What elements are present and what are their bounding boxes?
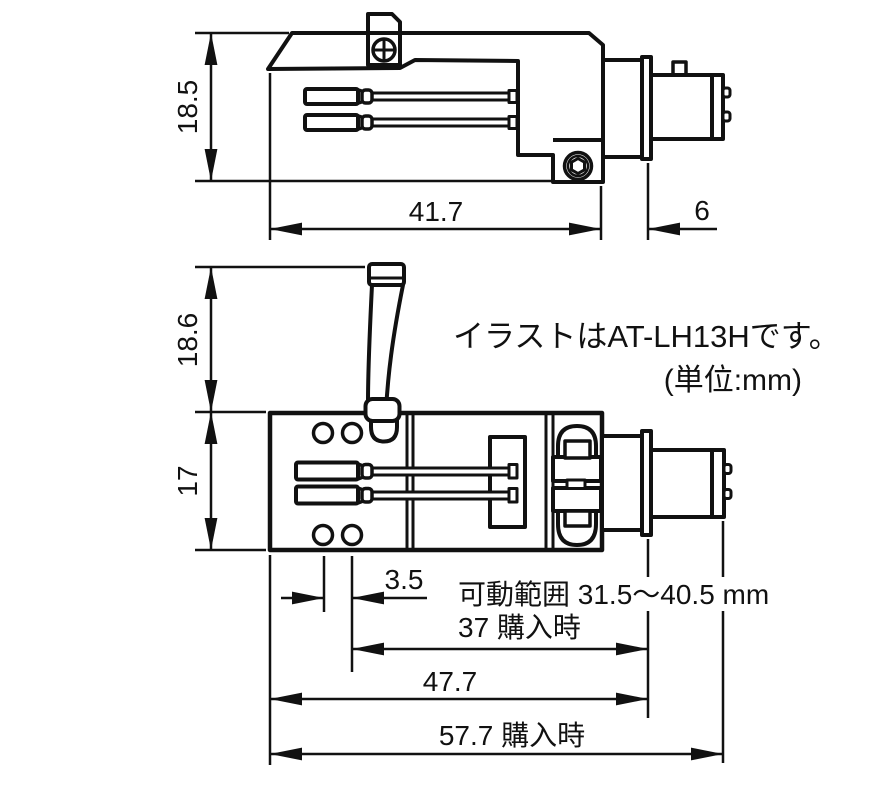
wire-terminal — [294, 460, 360, 482]
dim-label-length-41-7: 41.7 — [409, 196, 464, 227]
connector-neck-top — [600, 434, 645, 532]
connector-pin-icon — [722, 463, 733, 475]
lead-wire-upper-side — [303, 87, 519, 106]
screw-hole-icon — [340, 523, 364, 547]
top-view: 18.6 17 3.5 可動範囲 31.5〜40.5 mm 37 購入時 47.… — [172, 262, 769, 765]
top-view-dimensions — [195, 265, 725, 765]
note-unit-text: (単位:mm) — [664, 364, 802, 397]
connector-neck-side — [601, 58, 645, 159]
connector-barrel-top — [649, 448, 714, 519]
dim-label-width-17: 17 — [172, 465, 203, 496]
screw-hole-icon — [311, 421, 335, 445]
dim-label-movable-range: 可動範囲 31.5〜40.5 mm — [458, 579, 769, 610]
lead-wire-lower-side — [303, 113, 519, 132]
side-view-dimensions — [195, 31, 717, 240]
headshell-body-side — [266, 31, 605, 184]
dim-label-connector-6: 6 — [694, 195, 710, 226]
hex-bolt-icon — [562, 150, 594, 182]
dim-label-pitch-3-5: 3.5 — [385, 564, 424, 595]
dim-label-inner-length-47-7: 47.7 — [423, 666, 478, 697]
terminal-block-top — [488, 435, 527, 529]
wire-terminal — [303, 113, 360, 132]
connector-cap-top — [710, 448, 726, 519]
dim-label-lift-height-18-6: 18.6 — [172, 313, 203, 368]
connector-pin-icon — [721, 110, 732, 123]
screw-hole-icon — [340, 421, 364, 445]
locking-collar-top — [551, 424, 603, 547]
wire-terminal — [303, 87, 360, 106]
phillips-screw-icon — [371, 37, 397, 63]
side-view: 18.5 41.7 6 — [172, 12, 732, 240]
connector-pin-icon — [722, 488, 733, 500]
dim-label-default-overhang: 37 購入時 — [458, 612, 581, 643]
connector-pin-icon — [721, 86, 732, 99]
lead-wire-upper-top — [294, 460, 519, 482]
note-model-text: イラストはAT-LH13Hです。 — [453, 319, 840, 354]
dim-label-overall-57-7: 57.7 購入時 — [439, 720, 585, 751]
dim-label-height-18-5: 18.5 — [172, 80, 203, 135]
screw-hole-icon — [311, 523, 335, 547]
wire-terminal — [294, 484, 360, 506]
finger-lift — [363, 262, 406, 444]
finger-lift-mount-side — [366, 12, 402, 33]
connector-cap-side — [710, 73, 725, 141]
note-block: イラストはAT-LH13Hです。 (単位:mm) — [453, 319, 840, 397]
lead-wire-lower-top — [294, 484, 519, 506]
mounting-holes — [311, 421, 364, 547]
connector-barrel-side — [649, 73, 714, 141]
